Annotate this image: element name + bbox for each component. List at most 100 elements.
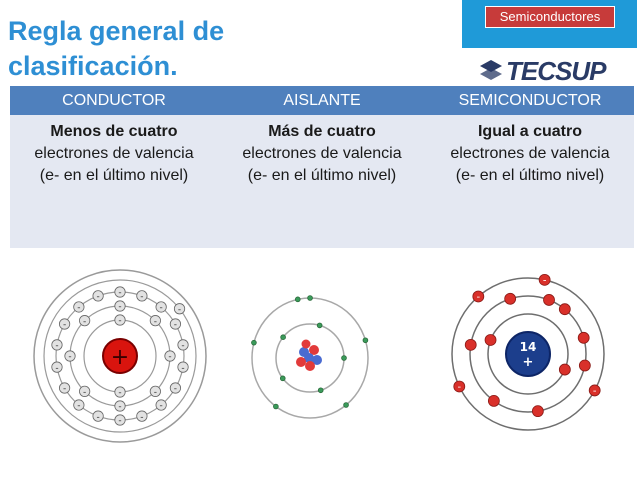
nucleus-sign: + [111, 345, 129, 370]
electron-sign: - [118, 416, 121, 426]
nucleus [505, 331, 551, 377]
electron [79, 315, 91, 327]
electron-sign: - [68, 352, 71, 362]
nucleus-sign: + [523, 355, 534, 370]
electron-sign: - [55, 341, 58, 351]
electron-sign: - [154, 388, 157, 398]
column-header-aislante: AISLANTE [283, 92, 361, 109]
insulator-atom-diagram [251, 295, 369, 419]
electron-sign: - [457, 382, 461, 393]
electron [578, 359, 591, 372]
electron-sign: - [55, 363, 58, 373]
cell-text: electrones de valencia (e- en el último … [450, 145, 610, 184]
electron-sign: - [118, 302, 121, 312]
electron [73, 301, 85, 313]
electron [453, 380, 466, 393]
electron [362, 337, 369, 344]
electron-sign: - [593, 386, 597, 397]
electron-sign: - [181, 363, 184, 373]
electron-sign: - [140, 292, 143, 302]
table-header: CONDUCTOR AISLANTE SEMICONDUCTOR [10, 86, 634, 115]
electron [577, 331, 590, 344]
electron [79, 385, 91, 397]
cell-text: electrones de valencia (e- en el último … [34, 145, 194, 184]
electron-sign: - [160, 401, 163, 411]
electron [73, 399, 85, 411]
electron [114, 314, 126, 326]
electron [173, 303, 186, 315]
electron [504, 292, 517, 305]
classification-table: CONDUCTOR AISLANTE SEMICONDUCTOR Menos d… [10, 86, 634, 248]
electron-sign: - [77, 303, 80, 313]
electron-sign: - [174, 320, 177, 330]
electron [114, 386, 126, 398]
tecsup-logo-icon [480, 60, 502, 80]
electron [588, 384, 601, 397]
electron [155, 399, 167, 411]
electron [531, 405, 544, 418]
electron [169, 382, 182, 394]
electron [538, 273, 551, 286]
electron-sign: - [168, 352, 171, 362]
electron [317, 387, 324, 394]
electron [177, 361, 189, 373]
electron [279, 375, 286, 382]
electron [177, 339, 189, 351]
electron [307, 295, 313, 301]
table-cell-semiconductor: Igual a cuatro electrones de valencia (e… [426, 117, 634, 187]
electron [51, 361, 63, 373]
electron-sign: - [118, 388, 121, 398]
electron-sign: - [96, 292, 99, 302]
electron-sign: - [83, 388, 86, 398]
electron [464, 338, 477, 351]
section-tag: Semiconductores [485, 6, 615, 28]
electron-sign: - [154, 317, 157, 327]
electron [136, 290, 148, 302]
electron [114, 414, 126, 426]
electron [51, 339, 63, 351]
nucleus-number: 14 [520, 340, 537, 354]
electron-sign: - [118, 288, 121, 298]
electron [543, 294, 555, 306]
electron [155, 301, 167, 313]
electron-sign: - [118, 316, 121, 326]
table-cell-conductor: Menos de cuatro electrones de valencia (… [10, 117, 218, 187]
electron-sign: - [118, 402, 121, 412]
electron [558, 363, 571, 376]
electron-sign: - [160, 303, 163, 313]
electron [280, 334, 286, 340]
cell-text: electrones de valencia (e- en el último … [242, 145, 402, 184]
electron [341, 355, 347, 361]
electron [114, 400, 126, 412]
electron [251, 339, 257, 346]
electron [149, 385, 161, 397]
column-header-semiconductor: SEMICONDUCTOR [458, 92, 602, 109]
electron [58, 318, 71, 330]
electron [273, 403, 279, 410]
electron-sign: - [178, 305, 181, 315]
electron [114, 286, 126, 298]
column-header-conductor: CONDUCTOR [62, 92, 166, 109]
electron [92, 290, 104, 302]
electron [316, 322, 323, 329]
electron-sign: - [63, 384, 66, 394]
electron-sign: - [63, 320, 66, 330]
slide-title: Regla general de clasificación. [8, 16, 225, 81]
electron [558, 303, 571, 316]
electron-sign: - [543, 275, 547, 286]
semiconductor-atom-diagram: - - - - 14 + [451, 273, 605, 431]
table-cell-aislante: Más de cuatro electrones de valencia (e-… [218, 117, 426, 187]
electron-sign: - [477, 292, 481, 303]
electron [58, 382, 71, 394]
electron [343, 402, 349, 408]
cell-bold-text: Menos de cuatro [50, 123, 178, 140]
electron [164, 350, 176, 362]
electron-sign: - [96, 412, 99, 422]
electron-sign: - [140, 412, 143, 422]
nucleus-cluster [296, 339, 322, 371]
electron-sign: - [174, 384, 177, 394]
electron [149, 315, 161, 327]
table-row: Menos de cuatro electrones de valencia (… [10, 117, 634, 187]
cell-bold-text: Igual a cuatro [477, 123, 583, 140]
electron [487, 394, 500, 407]
